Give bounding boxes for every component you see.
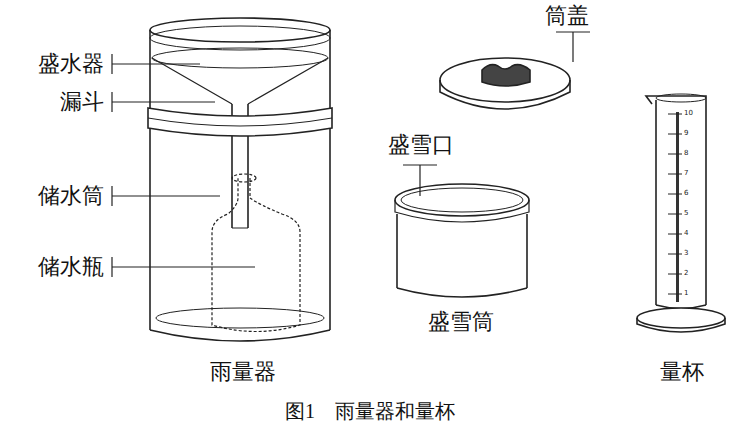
scale-number: 6 (684, 190, 688, 198)
scale-number: 3 (684, 250, 688, 258)
scale-number: 7 (684, 170, 688, 178)
part-label: 盛雪口 (388, 133, 454, 157)
scale-number: 2 (684, 270, 688, 278)
scale-number: 4 (684, 230, 688, 238)
figure-caption: 图1 雨量器和量杯 (285, 400, 455, 422)
part-label: 量杯 (660, 360, 704, 384)
part-label: 盛雪筒 (428, 310, 494, 334)
scale-number: 10 (684, 110, 693, 118)
scale-number: 9 (684, 130, 688, 138)
part-label: 筒盖 (545, 4, 589, 28)
part-label: 漏斗 (60, 90, 104, 114)
scale-number: 5 (684, 210, 688, 218)
part-label: 储水筒 (38, 184, 104, 208)
part-label: 储水瓶 (38, 255, 104, 279)
part-label: 雨量器 (210, 360, 276, 384)
scale-number: 1 (684, 290, 688, 298)
part-label: 盛水器 (38, 52, 104, 76)
scale-number: 8 (684, 150, 688, 158)
